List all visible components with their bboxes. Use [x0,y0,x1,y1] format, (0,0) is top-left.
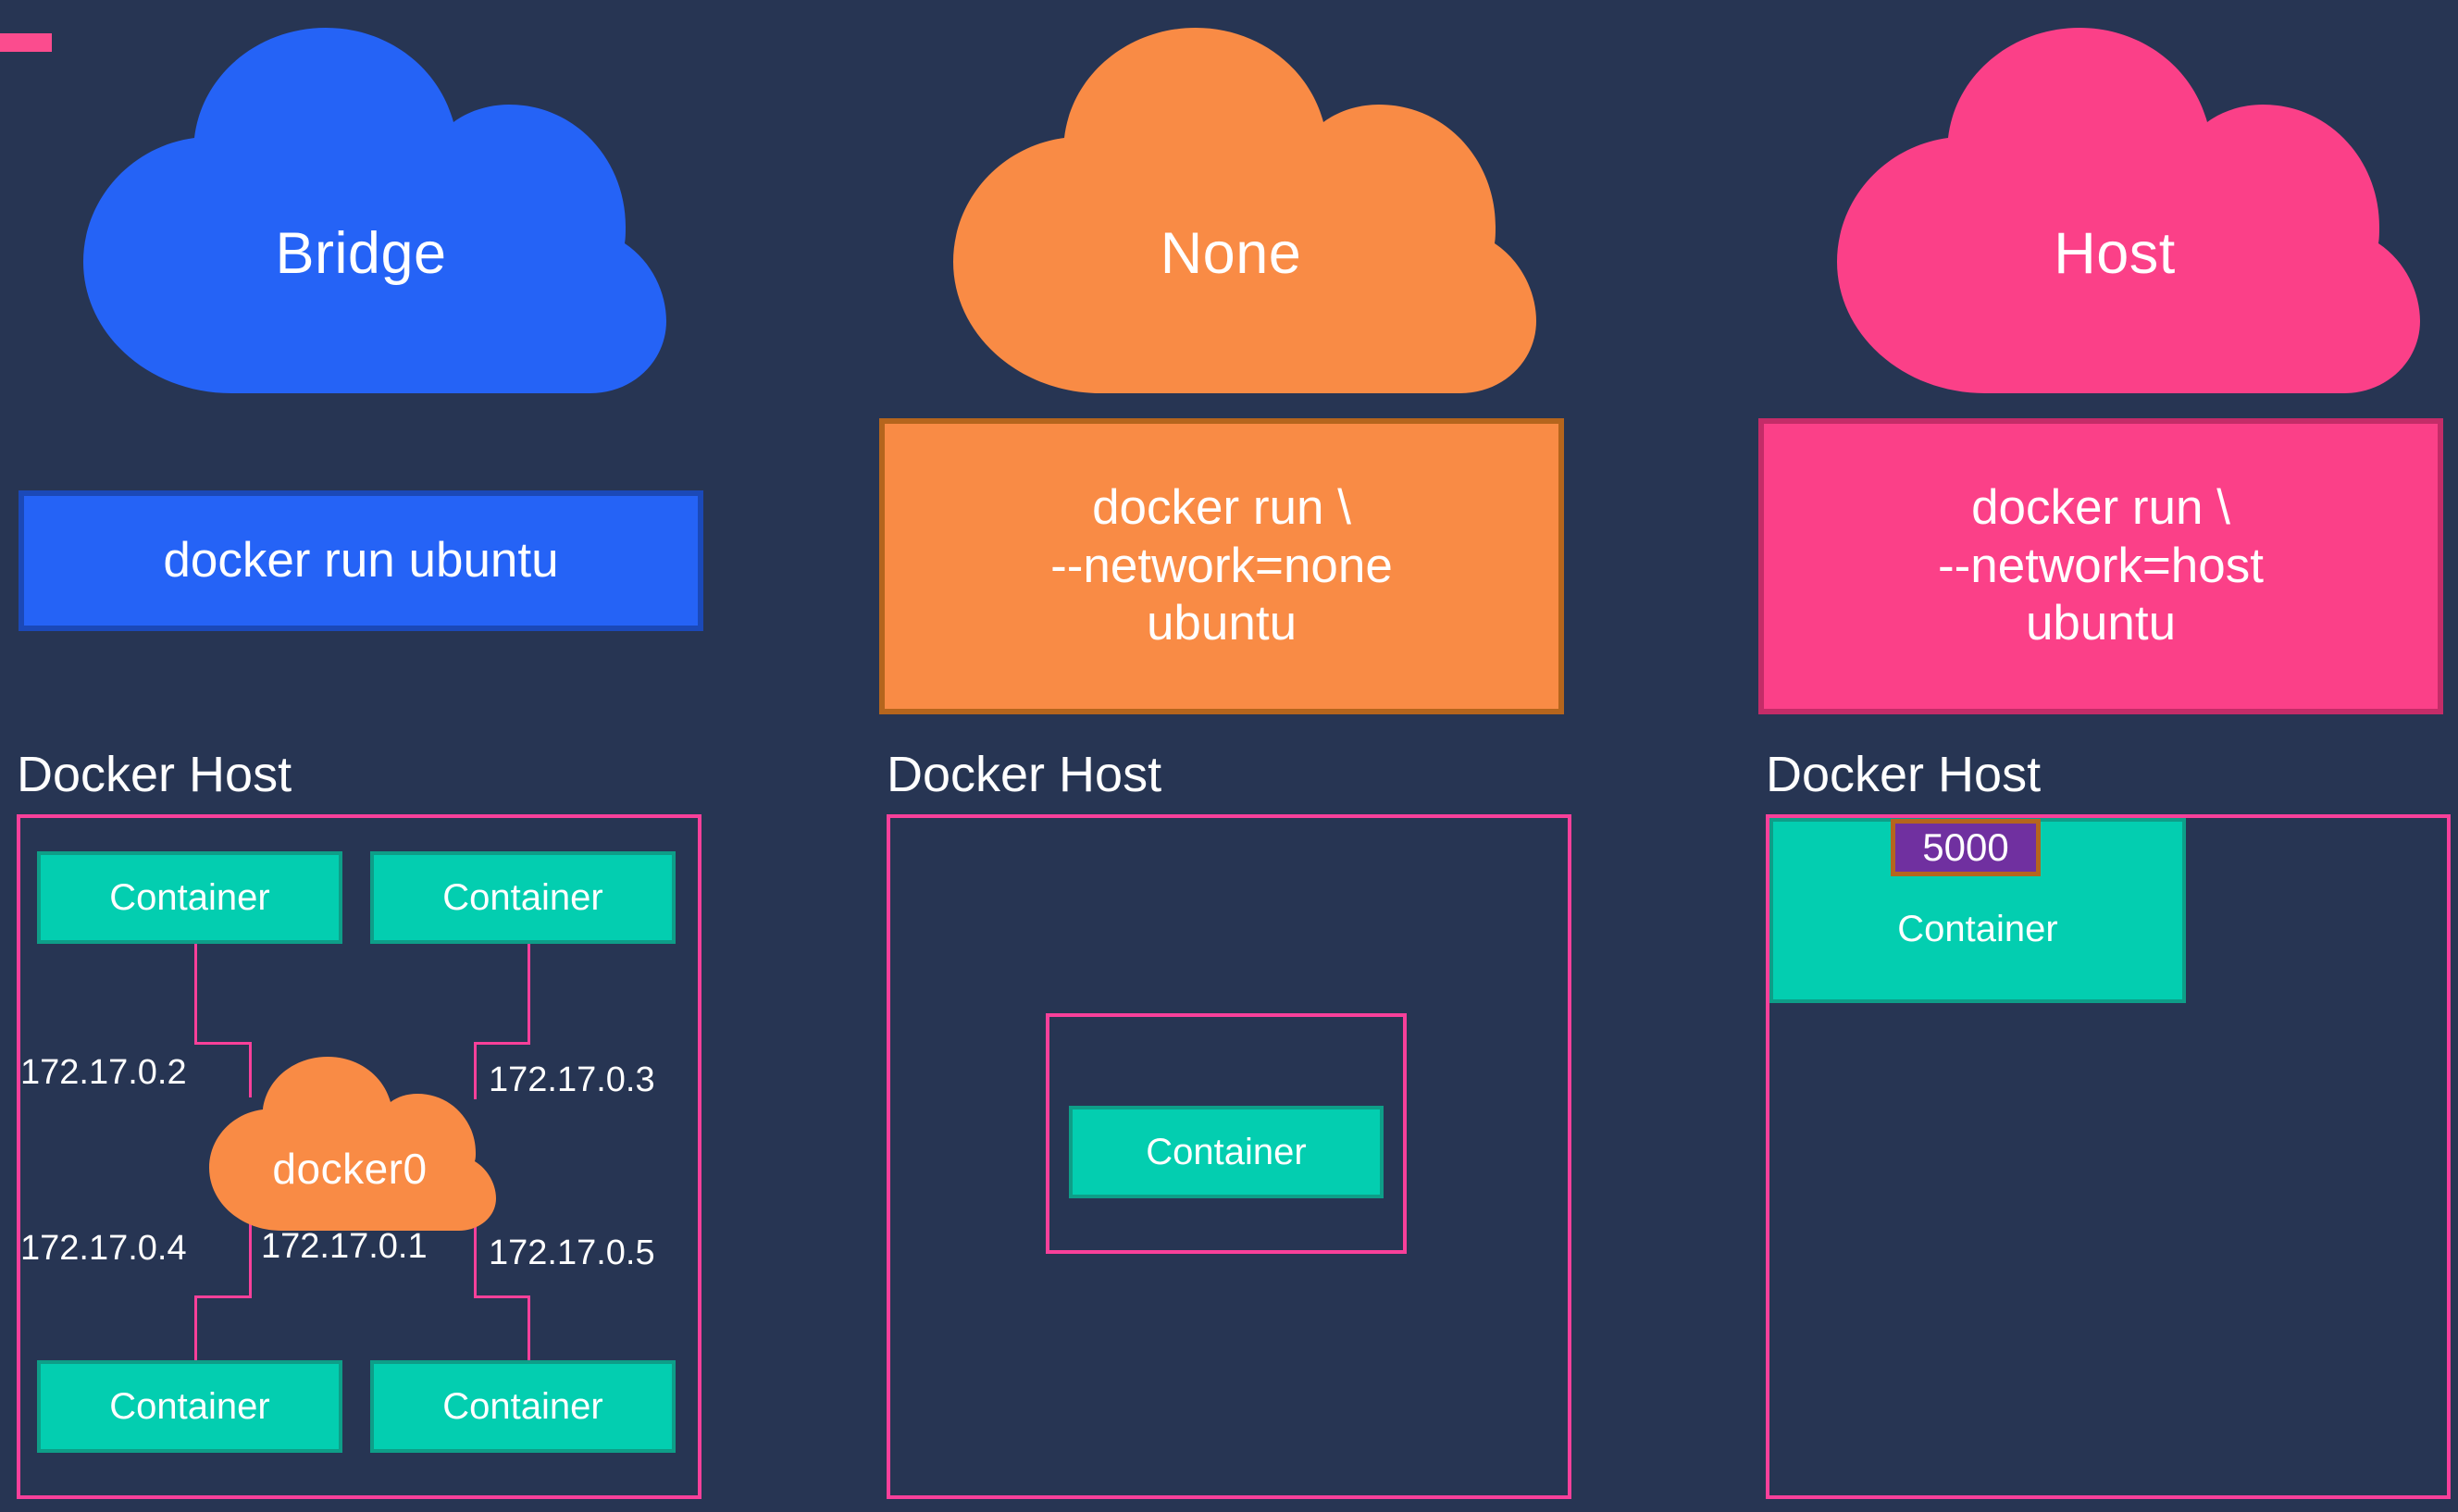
connector-container-2-drop [474,1042,477,1099]
host-command-line-3: ubuntu [2025,596,2177,651]
ip-label-container-4: 172.17.0.5 [489,1233,655,1272]
host-docker-host-title: Docker Host [1766,747,2042,802]
bridge-docker-host-title: Docker Host [17,747,292,802]
none-command-box: docker run \ --network=none ubuntu [879,418,1564,714]
connector-container-4-horizontal [474,1295,530,1298]
connector-container-4-drop [474,1203,477,1297]
connector-container-1-vertical [194,944,197,1044]
none-command-line-3: ubuntu [1146,596,1297,651]
bridge-command-line-1: docker run ubuntu [163,532,559,588]
bridge-network-cloud: Bridge [46,23,676,393]
connector-container-2-vertical [528,944,530,1044]
none-command-line-2: --network=none [1050,538,1393,593]
bridge-container-3-label: Container [109,1386,270,1427]
ip-label-container-2: 172.17.0.3 [489,1060,655,1099]
none-network-namespace-box [1046,1013,1407,1254]
host-command-line-1: docker run \ [1971,480,2230,536]
connector-container-3-vertical [194,1295,197,1360]
none-container-label: Container [1146,1132,1307,1172]
none-command-line-1: docker run \ [1092,480,1351,536]
host-docker-host-box [1766,814,2451,1499]
bridge-command-box: docker run ubuntu [19,490,703,631]
host-network-cloud: Host [1800,23,2429,393]
connector-container-2-horizontal [474,1042,530,1045]
bridge-container-4: Container [370,1360,676,1453]
connector-container-3-drop [249,1203,252,1297]
ip-label-docker0-gateway: 172.17.0.1 [261,1227,428,1266]
none-docker-host-title: Docker Host [887,747,1162,802]
bridge-container-1-label: Container [109,877,270,918]
host-port-badge: 5000 [1891,819,2041,876]
none-container: Container [1069,1106,1384,1198]
connector-container-1-drop [249,1042,252,1097]
none-docker-host-box [887,814,1571,1499]
bridge-container-2-label: Container [442,877,603,918]
host-command-line-2: --network=host [1937,538,2264,593]
bridge-container-2: Container [370,851,676,944]
bridge-container-1: Container [37,851,342,944]
slide-accent-marker [0,33,52,52]
connector-container-1-horizontal [194,1042,252,1045]
host-container-label: Container [1897,909,2058,949]
bridge-container-3: Container [37,1360,342,1453]
connector-container-4-vertical [528,1295,530,1360]
ip-label-container-3: 172.17.0.4 [20,1229,187,1268]
host-port-label: 5000 [1922,825,2009,869]
host-command-box: docker run \ --network=host ubuntu [1758,418,2443,714]
connector-container-3-horizontal [194,1295,252,1298]
none-network-cloud: None [916,23,1546,393]
bridge-container-4-label: Container [442,1386,603,1427]
bridge-docker-host-box [17,814,701,1499]
docker0-bridge-cloud: docker0 [192,1055,507,1231]
ip-label-container-1: 172.17.0.2 [20,1053,187,1092]
